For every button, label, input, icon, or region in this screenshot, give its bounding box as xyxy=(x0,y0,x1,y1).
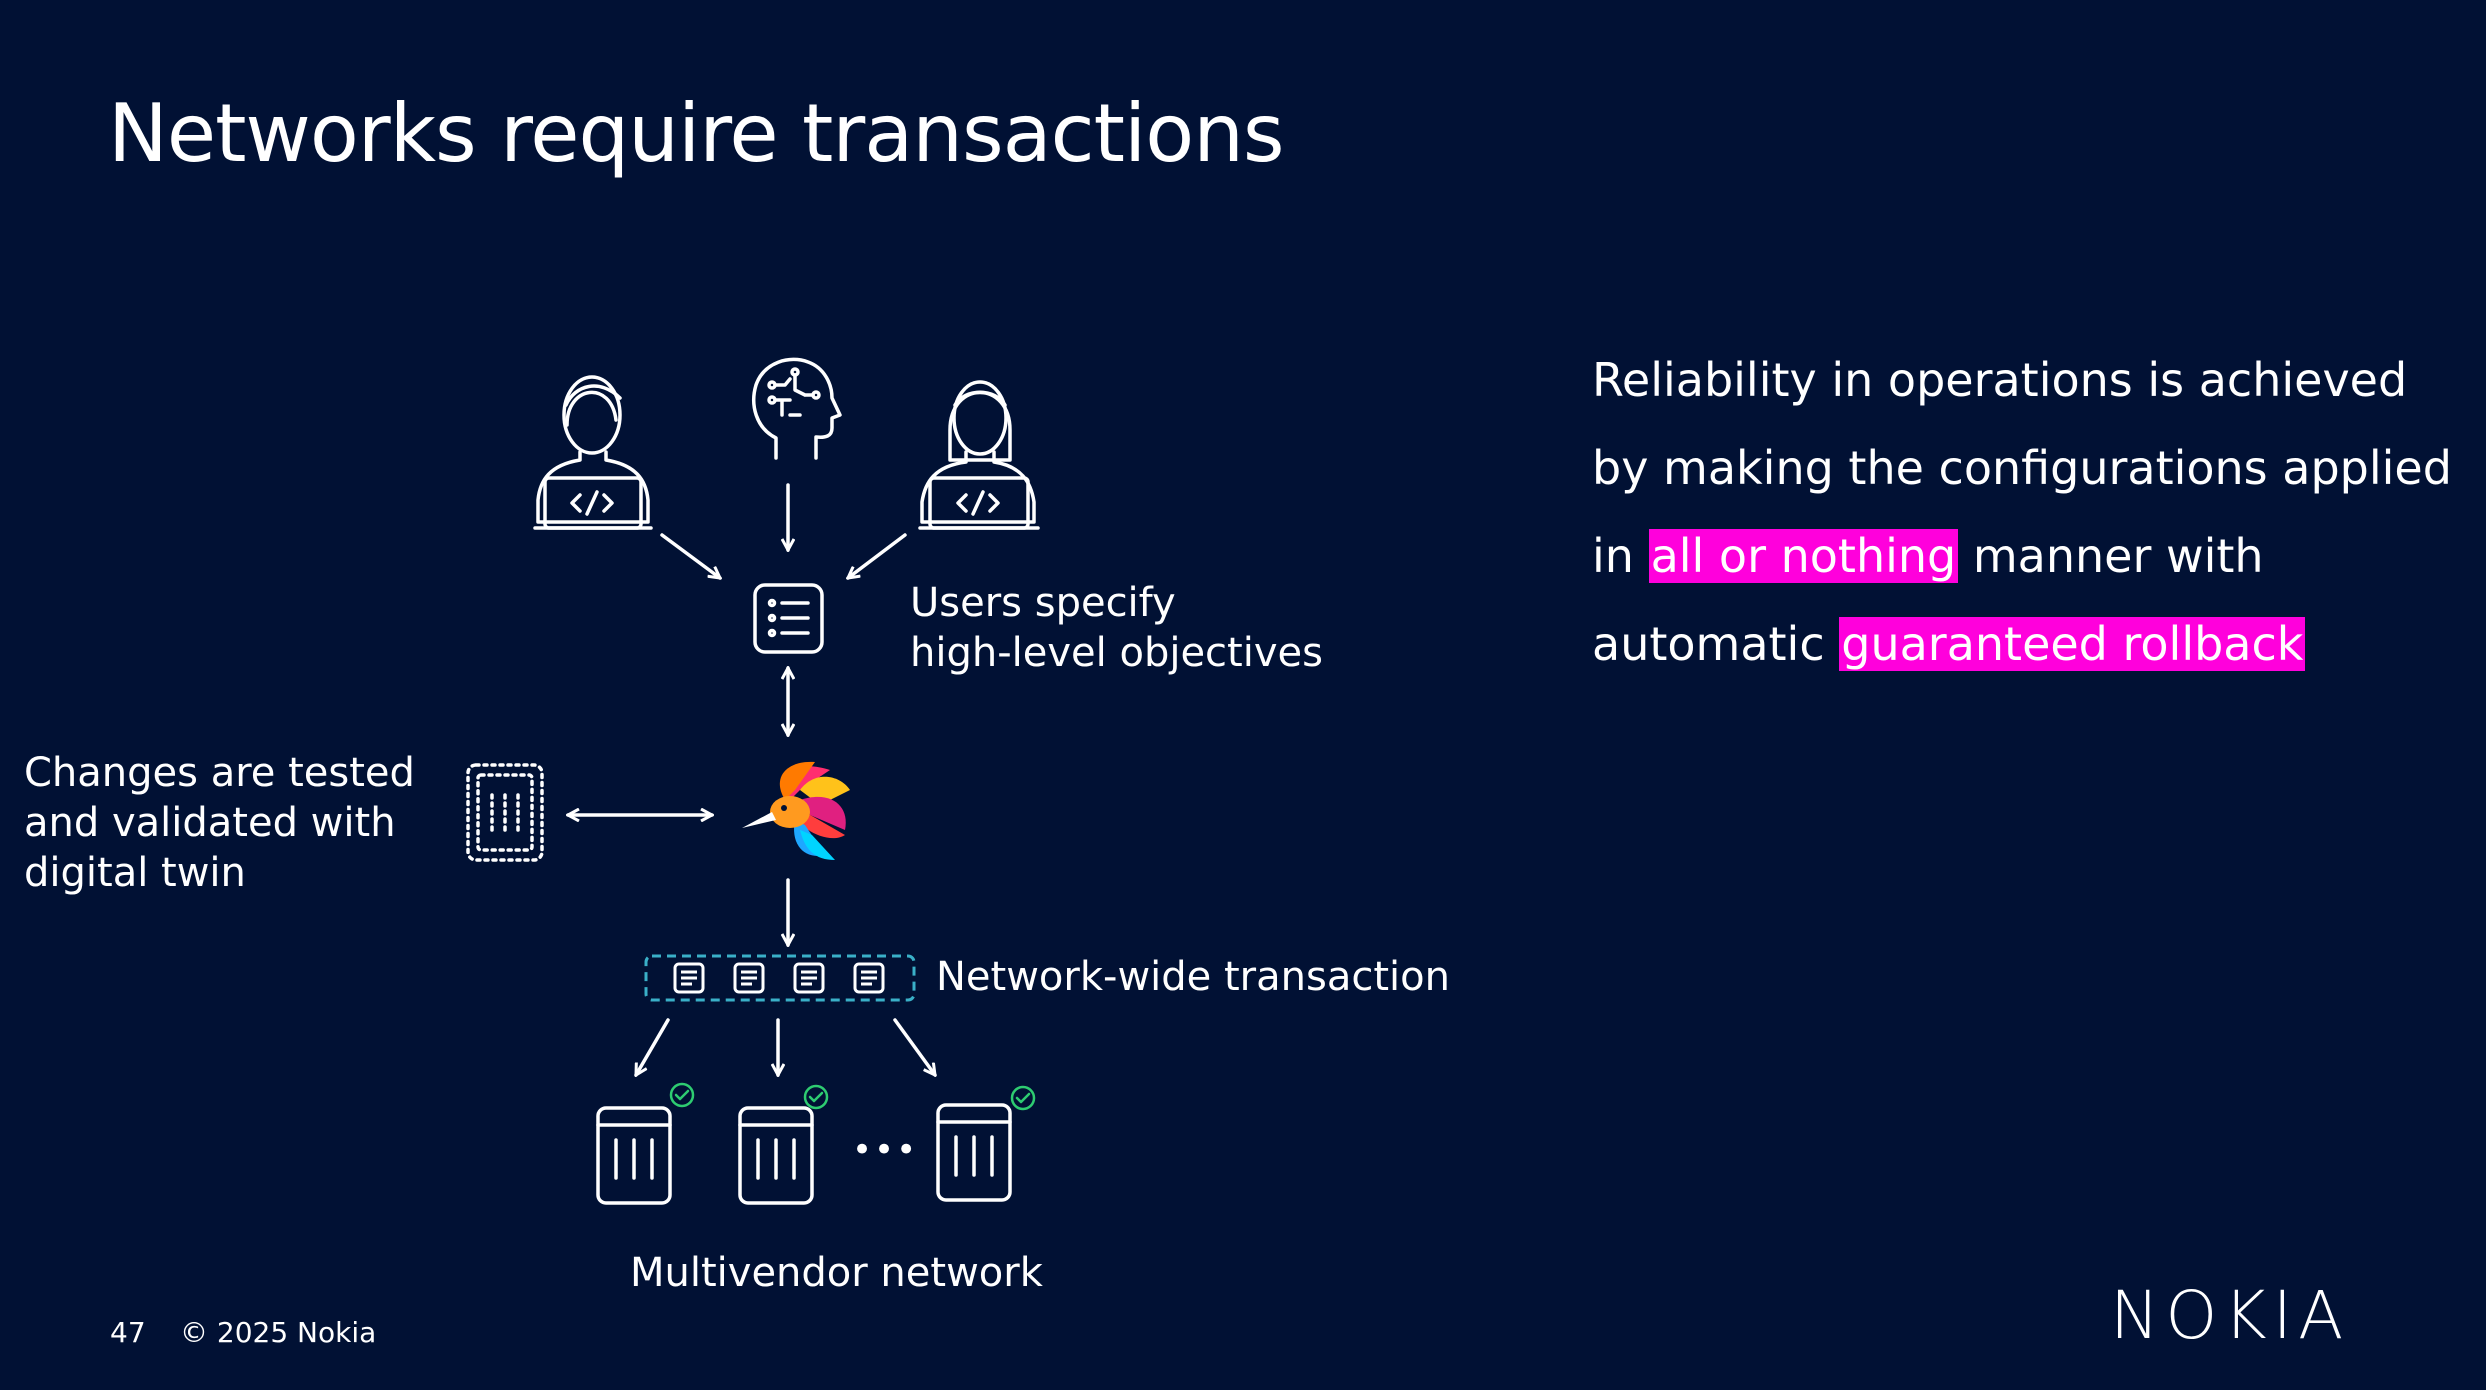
description-text: Reliability in operations is achieved by… xyxy=(1592,336,2452,688)
users-specify-label: Users specify high-level objectives xyxy=(910,578,1323,678)
config-doc-icon-4 xyxy=(853,962,885,994)
twin-label-line-1: Changes are tested xyxy=(24,750,415,796)
ai-brain-icon xyxy=(752,357,842,460)
network-device-icon-1 xyxy=(596,1106,672,1205)
description-part-1: Reliability in operations is achieved by… xyxy=(1592,353,2452,583)
transaction-box xyxy=(644,954,916,1002)
bird-logo-icon xyxy=(742,761,850,860)
ellipsis: ••• xyxy=(852,1130,919,1170)
twin-label-line-3: digital twin xyxy=(24,850,246,896)
description-part-2: manner with automatic xyxy=(1592,529,2264,671)
arrow-device-1 xyxy=(634,1018,670,1075)
check-icon-2 xyxy=(803,1084,829,1110)
check-icon-1 xyxy=(669,1082,695,1108)
config-doc-icon-2 xyxy=(733,962,765,994)
check-icon-3 xyxy=(1010,1085,1036,1111)
multivendor-label: Multivendor network xyxy=(630,1250,1043,1296)
highlight-all-or-nothing: all or nothing xyxy=(1648,529,1959,583)
digital-twin-label: Changes are tested and validated with di… xyxy=(24,748,415,898)
users-label-line-1: Users specify xyxy=(910,580,1176,626)
config-doc-icon-3 xyxy=(793,962,825,994)
users-label-line-2: high-level objectives xyxy=(910,630,1323,676)
objectives-list-icon xyxy=(753,583,824,654)
network-device-icon-2 xyxy=(738,1106,814,1205)
network-device-icon-3 xyxy=(936,1103,1012,1202)
nokia-logo: NOKIA xyxy=(2110,1282,2349,1346)
digital-twin-icon xyxy=(466,763,544,862)
developer-female-icon xyxy=(918,380,1040,530)
arrow-device-3 xyxy=(893,1018,935,1075)
arrow-right-user xyxy=(848,533,907,578)
page-number: 47 xyxy=(110,1316,146,1349)
developer-male-icon xyxy=(533,375,653,530)
highlight-guaranteed-rollback: guaranteed rollback xyxy=(1839,617,2306,671)
page-title: Networks require transactions xyxy=(108,87,1285,180)
twin-label-line-2: and validated with xyxy=(24,800,396,846)
svg-text:NOKIA: NOKIA xyxy=(2110,1282,2349,1346)
transaction-label: Network-wide transaction xyxy=(936,954,1450,1000)
config-doc-icon-1 xyxy=(673,962,705,994)
arrow-left-user xyxy=(660,533,720,578)
copyright: © 2025 Nokia xyxy=(180,1316,377,1349)
